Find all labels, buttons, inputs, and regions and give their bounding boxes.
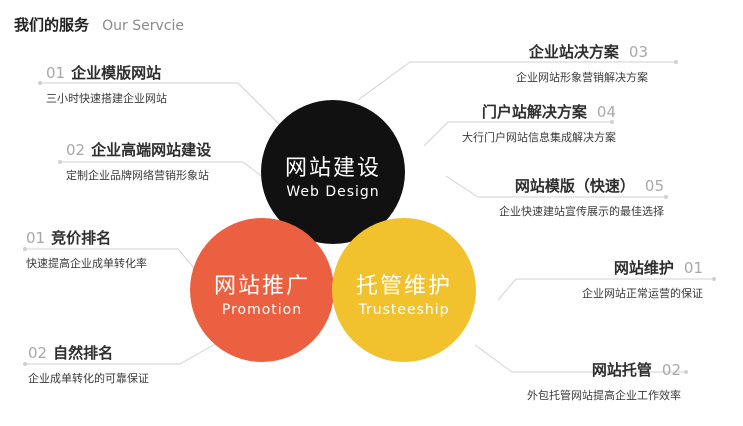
section-subtitle: Our Servcie [102, 18, 184, 34]
service-desc: 三小时快速搭建企业网站 [46, 92, 167, 105]
service-desc: 大行门户网站信息集成解决方案 [462, 131, 616, 144]
service-number: 05 [644, 177, 664, 195]
promotion-label: 网站推广 Promotion [212, 268, 312, 318]
connector-left-4 [25, 339, 223, 365]
service-item-site-maintenance[interactable]: 网站维护 01 企业网站正常运营的保证 [582, 257, 703, 301]
connector-dots [23, 60, 716, 374]
service-item-quick-template[interactable]: 网站模版（快速） 05 企业快速建站宣传展示的最佳选择 [499, 175, 664, 219]
connector-right-1 [357, 61, 676, 101]
service-desc: 企业网站正常运营的保证 [582, 287, 703, 300]
service-name: 门户站解决方案 [481, 103, 587, 121]
service-number: 01 [46, 64, 66, 82]
service-desc: 企业成单转化的可靠保证 [28, 372, 149, 385]
service-desc: 定制企业品牌网络营销形象站 [66, 169, 209, 182]
trusteeship-cn: 托管维护 [355, 274, 452, 299]
connector-left-1 [40, 82, 284, 129]
web-design-cn: 网站建设 [284, 156, 381, 181]
service-item-enterprise-solution[interactable]: 企业站决方案 03 企业网站形象营销解决方案 [516, 41, 648, 85]
service-name: 网站托管 [591, 361, 652, 379]
service-name: 企业站决方案 [528, 43, 619, 61]
service-number: 01 [26, 229, 46, 247]
trusteeship-circle [332, 218, 476, 362]
connector-right-3 [445, 175, 666, 198]
connector-lines [25, 61, 714, 373]
promotion-en: Promotion [221, 302, 303, 318]
promotion-cn: 网站推广 [213, 274, 310, 299]
service-item-bidding-rank[interactable]: 01 竞价排名 快速提高企业成单转化率 [26, 227, 147, 271]
promotion-circle [190, 218, 334, 362]
connector-right-2 [423, 121, 612, 147]
section-title: 我们的服务 [14, 16, 90, 34]
service-item-template-site[interactable]: 01 企业模版网站 三小时快速搭建企业网站 [46, 62, 167, 106]
service-name: 竞价排名 [51, 229, 112, 247]
service-desc: 外包托管网站提高企业工作效率 [527, 389, 681, 402]
service-name: 网站模版（快速） [514, 177, 635, 195]
service-number: 03 [628, 43, 648, 61]
service-desc: 企业快速建站宣传展示的最佳选择 [499, 205, 664, 218]
service-name: 企业高端网站建设 [91, 141, 212, 159]
service-name: 自然排名 [53, 344, 114, 362]
service-number: 04 [596, 103, 616, 121]
service-number: 02 [28, 344, 48, 362]
trusteeship-label: 托管维护 Trusteeship [354, 268, 454, 318]
service-number: 01 [683, 259, 703, 277]
service-item-portal-solution[interactable]: 门户站解决方案 04 大行门户网站信息集成解决方案 [462, 101, 616, 145]
service-number: 02 [661, 361, 681, 379]
service-number: 02 [66, 141, 86, 159]
service-item-premium-site[interactable]: 02 企业高端网站建设 定制企业品牌网络营销形象站 [66, 139, 211, 183]
service-item-site-hosting[interactable]: 网站托管 02 外包托管网站提高企业工作效率 [527, 359, 681, 403]
service-desc: 快速提高企业成单转化率 [26, 257, 147, 270]
connector-right-4 [497, 278, 714, 301]
connector-left-3 [25, 248, 195, 269]
trusteeship-en: Trusteeship [358, 302, 450, 318]
web-design-label: 网站建设 Web Design [283, 150, 383, 200]
service-name: 网站维护 [613, 259, 674, 277]
connector-left-2 [60, 161, 265, 179]
service-item-natural-rank[interactable]: 02 自然排名 企业成单转化的可靠保证 [28, 342, 149, 386]
service-name: 企业模版网站 [71, 64, 162, 82]
web-design-circle [261, 100, 405, 244]
connector-right-5 [474, 344, 686, 373]
section-header: 我们的服务 Our Servcie [14, 14, 184, 35]
web-design-en: Web Design [286, 184, 380, 200]
service-desc: 企业网站形象营销解决方案 [516, 71, 648, 84]
